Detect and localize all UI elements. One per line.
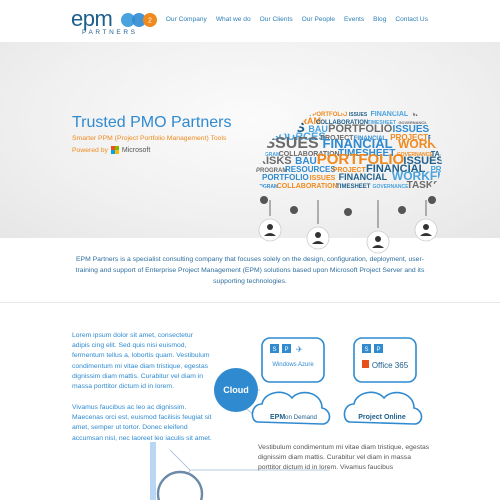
cloud-word: ISSUES — [310, 175, 336, 182]
cloud-word: GOVERNANCE — [373, 184, 410, 190]
user-avatars — [258, 218, 438, 254]
cloud-word: TASKS — [407, 180, 440, 191]
svg-text:2: 2 — [148, 18, 152, 25]
cloud-label: Cloud — [223, 385, 249, 395]
cloud-word: PROJECT — [390, 133, 428, 142]
cloud-word: PROGRAM — [256, 168, 287, 174]
cloud-word: PROGRAM — [252, 184, 278, 190]
cloud-word: TIMESHEET — [367, 120, 396, 126]
powered-by: Powered by Microsoft — [72, 146, 150, 154]
cloud-word: TIMESHEET — [338, 148, 395, 159]
windows-azure-label: Windows Azure — [272, 362, 314, 368]
cloud-word: PORTFOLIO — [312, 112, 347, 118]
cloud-word: TASKS — [426, 120, 446, 126]
cloud-word: ISSUES — [403, 155, 443, 167]
product-project-online[interactable]: S P Office 365 Project Online — [343, 337, 423, 425]
nav-contact-us[interactable]: Contact Us — [395, 16, 428, 23]
svg-text:S: S — [364, 347, 368, 353]
cloud-word: WORKFLOW — [398, 137, 448, 151]
cloud-word: FINANCIAL — [354, 136, 387, 142]
cloud-products-diagram: Cloud S P ✈ Windows Azure EPM on Demand … — [150, 337, 423, 500]
product-epm-on-demand[interactable]: S P ✈ Windows Azure EPM on Demand — [251, 337, 331, 425]
cloud-circle[interactable]: Cloud — [214, 368, 258, 412]
cloud-word: PROGRAM — [254, 152, 280, 158]
logo-circles-icon: 2 — [121, 13, 157, 27]
svg-text:✈: ✈ — [296, 345, 303, 354]
cloud-word: ISSUES — [393, 124, 430, 135]
nav-events[interactable]: Events — [344, 16, 365, 23]
microsoft-brand: Microsoft — [121, 146, 151, 154]
cloud-word: WORKFLOW — [392, 169, 448, 183]
cloud-word: FINANCIAL — [339, 172, 388, 182]
cloud-word: PROJECT — [320, 135, 354, 142]
cloud-word: WORKFLOW — [413, 112, 448, 118]
main-nav: Our Company What we do Our Clients Our P… — [157, 16, 428, 23]
cloud-word: COLLABORATION — [316, 120, 368, 126]
nav-our-people[interactable]: Our People — [301, 16, 335, 23]
svg-text:P: P — [284, 347, 288, 353]
svg-text:P: P — [376, 347, 380, 353]
cloud-word: BAU — [295, 156, 317, 167]
office-365-label: Office 365 — [372, 361, 409, 370]
cloud-word: GOVERNANCE — [398, 120, 427, 125]
section-divider — [0, 302, 500, 303]
company-intro: EPM Partners is a specialist consulting … — [75, 256, 425, 285]
cloud-word: PORTFOLIO — [262, 173, 309, 182]
cloud-word: RESOURCES — [285, 165, 336, 174]
cloud-word: FINANCIAL — [323, 136, 393, 151]
svg-text:S: S — [272, 347, 276, 353]
hero-subtitle: Smarter PPM (Project Portfolio Managemen… — [72, 135, 227, 142]
cloud-word: PROJECT — [333, 167, 367, 174]
cloud-word: RISKS — [258, 155, 292, 167]
cloud-word: COLLABORATION — [277, 183, 338, 190]
microsoft-logo-icon — [110, 146, 119, 154]
cloud-word: BAU — [308, 124, 328, 134]
cloud-word: PORTFOLIO — [428, 135, 448, 142]
content-paragraph-b: Vivamus faucibus ac leo ac dignissim. Ma… — [72, 404, 212, 442]
nav-what-we-do[interactable]: What we do — [215, 16, 251, 23]
cloud-word: PORTFOLIO — [317, 151, 405, 168]
epm-partners-logo[interactable]: epm 2 PARTNERS — [71, 6, 161, 36]
cloud-word: TIMESHEET — [336, 184, 371, 190]
cloud-word: GOVERNANCE — [397, 152, 434, 158]
cloud-word: PORTFOLIO — [328, 123, 393, 135]
cloud-word: FINANCIAL — [370, 111, 408, 118]
nav-our-company[interactable]: Our Company — [165, 16, 207, 23]
project-online-label: Project Online — [358, 414, 406, 421]
hero-banner: Trusted PMO Partners Smarter PPM (Projec… — [0, 42, 500, 254]
cloud-bottom-icons — [260, 196, 436, 216]
cloud-word: ISSUES — [349, 112, 368, 118]
cloud-word: PROJECT — [430, 165, 448, 174]
powered-by-label: Powered by — [72, 146, 108, 154]
cloud-word: ISSUES — [260, 135, 319, 152]
epm-label: EPM — [270, 414, 285, 421]
on-premise-device — [150, 442, 204, 500]
cloud-word: FINANCIAL — [366, 163, 426, 175]
on-demand-label: on Demand — [285, 414, 318, 421]
cloud-word: PROGRAM — [433, 124, 448, 134]
site-header: epm 2 PARTNERS Our Company What we do Ou… — [0, 0, 500, 42]
logo-subtitle: PARTNERS — [82, 29, 138, 36]
nav-our-clients[interactable]: Our Clients — [259, 16, 293, 23]
hero-title: Trusted PMO Partners — [72, 114, 232, 131]
cloud-word: TASKS — [431, 151, 448, 158]
connector-lines — [269, 200, 427, 228]
content-paragraph-a: Lorem ipsum dolor sit amet, consectetur … — [72, 332, 210, 391]
nav-blog[interactable]: Blog — [373, 16, 387, 23]
cloud-word: COLLABORATION — [279, 151, 340, 158]
content-paragraph-c: Vestibulum condimentum mi vitae diam tri… — [258, 444, 430, 472]
cloud-word: RISKS — [441, 184, 448, 190]
cloud-word: PROJECT — [266, 108, 313, 119]
logo-word: epm — [71, 6, 113, 31]
